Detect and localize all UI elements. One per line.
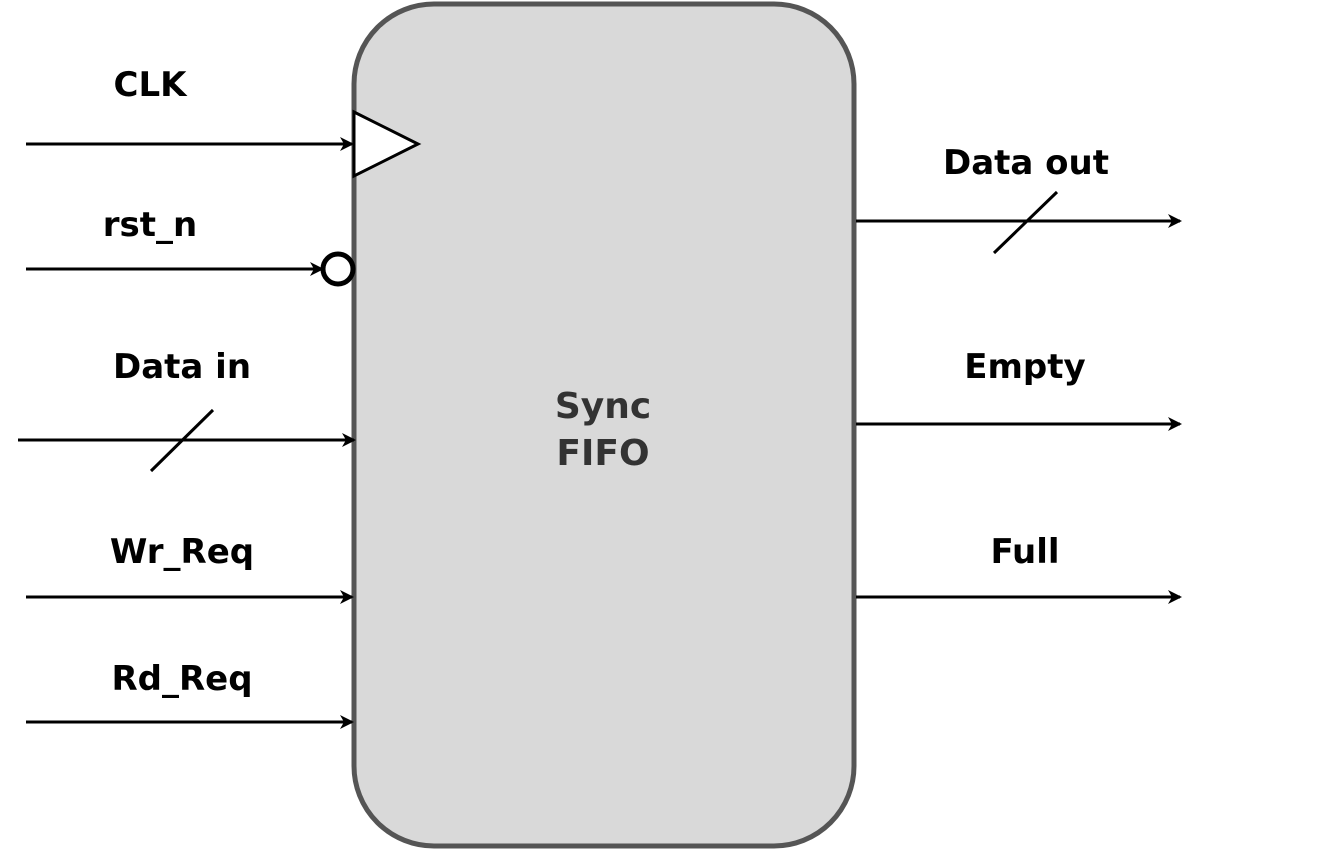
active-low-bubble-icon [320, 251, 356, 287]
clk-label: CLK [114, 65, 189, 105]
rst-n-label: rst_n [103, 205, 197, 245]
fifo-block [351, 1, 857, 849]
clock-triangle-icon [352, 109, 422, 179]
data-in-label: Data in [113, 347, 251, 387]
rd-req-label: Rd_Req [111, 659, 252, 699]
block-title-line2: FIFO [556, 433, 649, 474]
data-out-label: Data out [943, 143, 1109, 183]
wr-req-label: Wr_Req [110, 532, 254, 572]
full-label: Full [990, 532, 1059, 572]
empty-label: Empty [964, 347, 1085, 387]
data-out-bus-slash [992, 190, 1059, 255]
block-title-line1: Sync [555, 386, 651, 427]
data-in-bus-slash [149, 408, 215, 473]
